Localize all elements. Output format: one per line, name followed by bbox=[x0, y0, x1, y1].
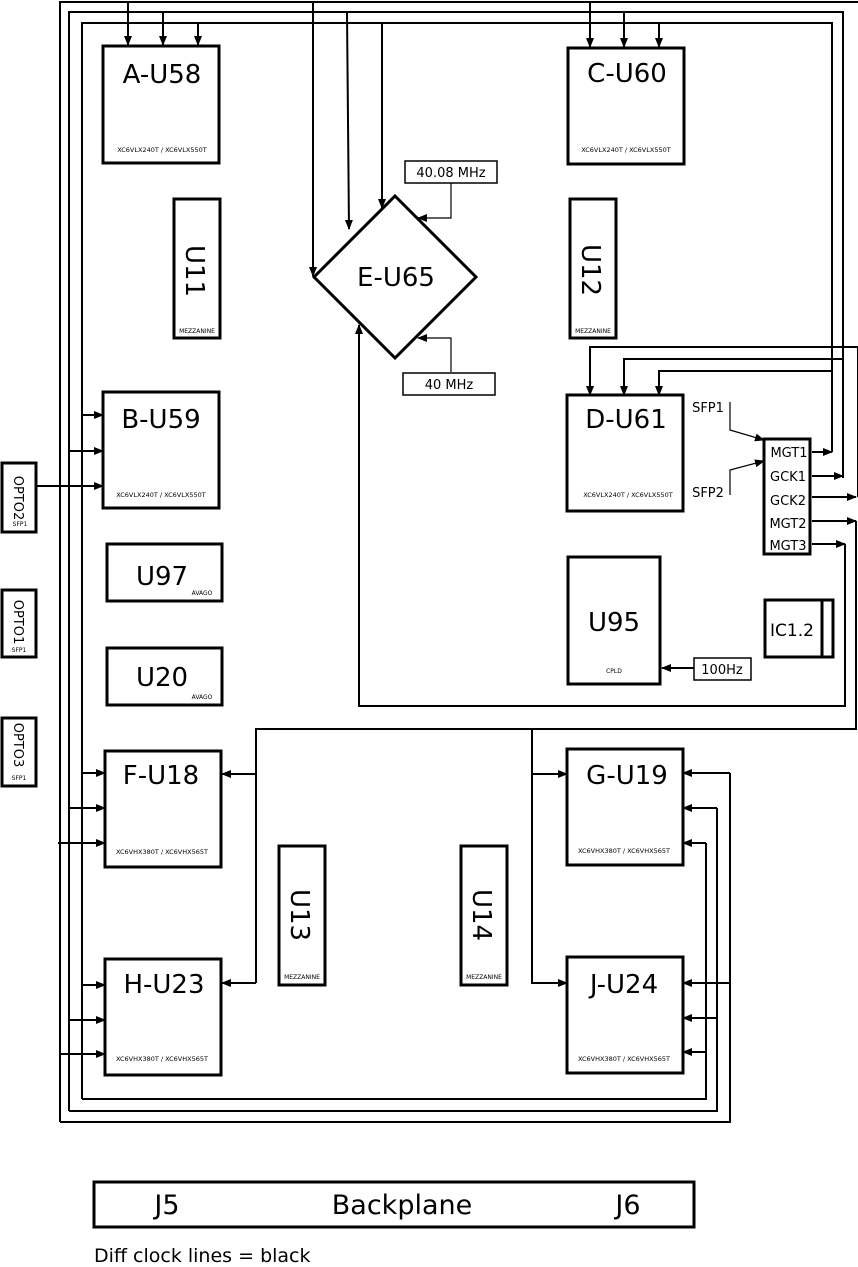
chip-part: XC6VLX240T / XC6VLX550T bbox=[583, 491, 672, 499]
clock-40-mhz: 40 MHz bbox=[402, 372, 496, 396]
mezzanine-label: U11 bbox=[179, 245, 209, 297]
opto-label: OPTO3 bbox=[10, 723, 25, 768]
mezzanine-u11: U11 MEZZANINE bbox=[172, 197, 222, 340]
clock-label: 40 MHz bbox=[425, 378, 474, 393]
outer-loop-2 bbox=[68, 11, 844, 1111]
clock-label: 40.08 MHz bbox=[416, 166, 485, 181]
mezzanine-u14: U14 MEZZANINE bbox=[459, 844, 509, 987]
fpga-f-u18: F-U18 XC6VHX380T / XC6VHX565T bbox=[103, 749, 223, 869]
opto1-connector: OPTO1 SFP1 bbox=[0, 588, 38, 659]
chip-part: XC6VLX240T / XC6VLX550T bbox=[116, 491, 205, 499]
fpga-g-u19: G-U19 XC6VHX380T / XC6VHX565T bbox=[565, 747, 685, 867]
ic1-2: IC1.2 bbox=[763, 598, 835, 659]
backplane: J5 Backplane J6 bbox=[92, 1180, 696, 1229]
clock-100hz: 100Hz bbox=[693, 657, 752, 681]
sfp1-label: SFP1 bbox=[692, 401, 724, 416]
optic-sub: AVAGO bbox=[192, 694, 213, 701]
chip-label: D-U61 bbox=[585, 405, 667, 435]
bottom-return-1 bbox=[60, 773, 731, 1123]
chip-part: XC6VHX380T / XC6VHX565T bbox=[578, 1055, 670, 1063]
clock-40-08-mhz: 40.08 MHz bbox=[404, 160, 498, 184]
chip-label: B-U59 bbox=[121, 405, 200, 435]
backplane-j5: J5 bbox=[152, 1190, 179, 1221]
chip-label: A-U58 bbox=[123, 60, 202, 90]
pin-mgt2: MGT2 bbox=[769, 517, 806, 532]
mezzanine-label: U12 bbox=[575, 244, 605, 296]
mezzanine-label: U13 bbox=[284, 889, 314, 941]
bottom-return-3 bbox=[82, 843, 707, 1100]
mezzanine-sub: MEZZANINE bbox=[466, 974, 502, 981]
fpga-a-u58: A-U58 XC6VLX240T / XC6VLX550T bbox=[101, 44, 221, 165]
outer-loop-3 bbox=[81, 22, 833, 1099]
fpga-j-u24: J-U24 XC6VHX380T / XC6VHX565T bbox=[565, 955, 685, 1075]
footnote: Diff clock lines = black bbox=[94, 1245, 311, 1267]
fpga-h-u23: H-U23 XC6VHX380T / XC6VHX565T bbox=[103, 957, 223, 1077]
outer-loop-1 bbox=[59, 1, 858, 1122]
clock-label: 100Hz bbox=[701, 663, 743, 678]
bottom-return-2 bbox=[69, 808, 718, 1112]
optic-label: U20 bbox=[136, 663, 188, 693]
chip-label: F-U18 bbox=[123, 761, 199, 791]
backplane-title: Backplane bbox=[332, 1190, 472, 1221]
cpld-u95: U95 CPLD bbox=[566, 555, 662, 686]
mezzanine-u13: U13 MEZZANINE bbox=[277, 844, 327, 987]
optic-u97: U97 AVAGO bbox=[105, 542, 224, 603]
opto-sub: SFP1 bbox=[12, 647, 27, 654]
clock-distribution-lines bbox=[37, 1, 858, 1123]
fpga-c-u60: C-U60 XC6VLX240T / XC6VLX550T bbox=[566, 46, 686, 166]
chip-label: G-U19 bbox=[586, 761, 668, 791]
pin-mgt1: MGT1 bbox=[770, 446, 807, 461]
chip-part: XC6VLX240T / XC6VLX550T bbox=[117, 146, 206, 154]
fpga-d-u61: D-U61 XC6VLX240T / XC6VLX550T bbox=[565, 393, 685, 513]
pin-gck2: GCK2 bbox=[770, 494, 806, 509]
optic-label: U97 bbox=[136, 562, 188, 592]
opto-sub: SFP1 bbox=[12, 775, 27, 782]
opto3-connector: OPTO3 SFP1 bbox=[0, 716, 38, 788]
mezzanine-sub: MEZZANINE bbox=[575, 328, 611, 335]
cpld-sub: CPLD bbox=[606, 668, 622, 675]
cpld-label: U95 bbox=[588, 608, 640, 638]
opto-label: OPTO2 bbox=[10, 476, 25, 521]
pin-mgt3: MGT3 bbox=[769, 539, 806, 554]
fpga-b-u59: B-U59 XC6VLX240T / XC6VLX550T bbox=[101, 390, 221, 510]
opto-label: OPTO1 bbox=[10, 600, 25, 645]
chip-label: C-U60 bbox=[587, 59, 667, 89]
opto-sub: SFP1 bbox=[13, 521, 28, 528]
chip-part: XC6VHX380T / XC6VHX565T bbox=[116, 1055, 208, 1063]
ic12-label: IC1.2 bbox=[770, 621, 814, 641]
fpga-e-u65: E-U65 bbox=[311, 193, 479, 361]
backplane-j6: J6 bbox=[613, 1190, 640, 1221]
sfp2-label: SFP2 bbox=[692, 486, 724, 501]
chip-label: J-U24 bbox=[588, 970, 658, 1000]
mezzanine-sub: MEZZANINE bbox=[284, 974, 320, 981]
mezzanine-u12: U12 MEZZANINE bbox=[568, 197, 618, 340]
chip-part: XC6VHX380T / XC6VHX565T bbox=[578, 847, 670, 855]
chip-label: E-U65 bbox=[357, 263, 435, 293]
optic-sub: AVAGO bbox=[192, 590, 213, 597]
pin-gck1: GCK1 bbox=[770, 470, 806, 485]
opto2-connector: OPTO2 SFP1 bbox=[0, 461, 38, 534]
mezzanine-label: U14 bbox=[466, 889, 496, 941]
chip-part: XC6VHX380T / XC6VHX565T bbox=[116, 848, 208, 856]
chip-part: XC6VLX240T / XC6VLX550T bbox=[581, 146, 670, 154]
clock-fanout-block: MGT1 GCK1 GCK2 MGT2 MGT3 bbox=[762, 437, 812, 556]
optic-u20: U20 AVAGO bbox=[105, 646, 224, 707]
mezzanine-sub: MEZZANINE bbox=[179, 328, 215, 335]
chip-label: H-U23 bbox=[123, 970, 204, 1000]
